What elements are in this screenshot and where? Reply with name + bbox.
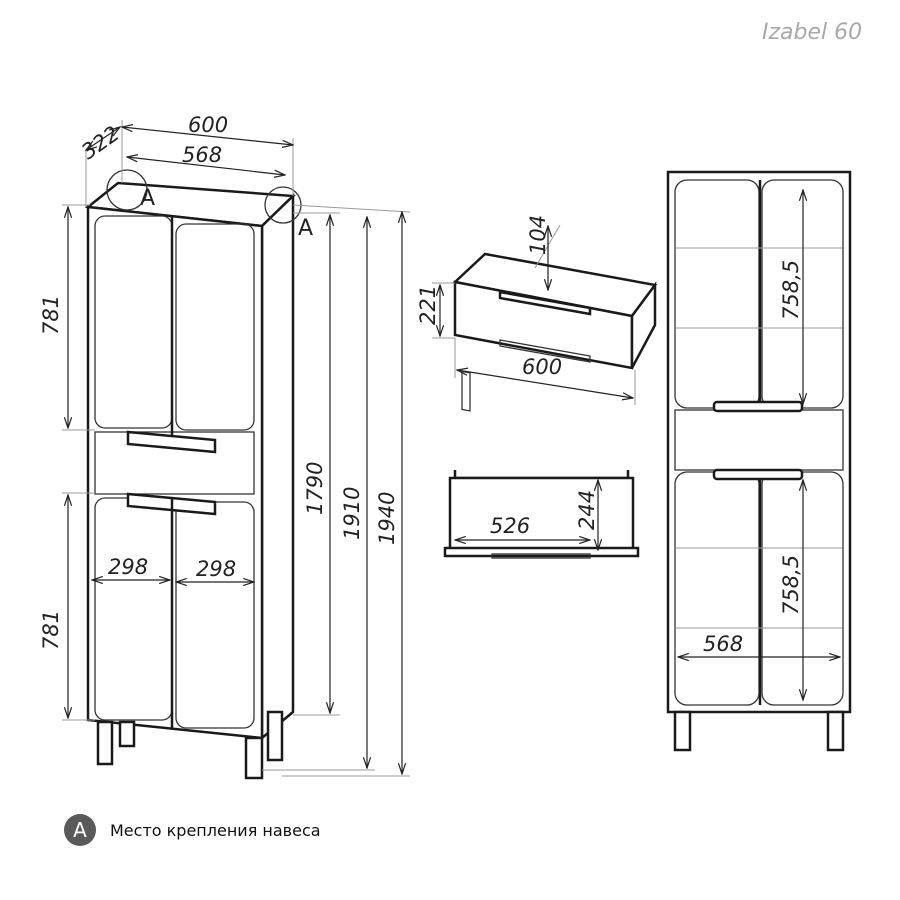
drawing-line [292,204,411,213]
marker-a: A [140,186,155,211]
dim-door-right: 298 [196,557,236,581]
drawer-handle [712,400,804,413]
dim-inner-width: 568 [182,143,222,167]
drawer-front [94,431,255,495]
leg [266,710,284,762]
cabinet-front-view: 758,5 758,5 568 [666,170,852,752]
dim-drawer-depth: 244 [575,490,599,530]
dim-front-lower: 758,5 [779,555,803,615]
drawing-line [491,553,591,559]
dim-height-body: 1790 [303,462,327,515]
drawer-handle [126,430,217,454]
upper-right-door [175,223,255,431]
dim-drawer-front: 104 [526,215,550,255]
drawer-perspective: 104 221 600 [416,215,658,412]
dim-height-total: 1940 [375,492,399,545]
drawer-top-view: 526 244 [443,470,640,559]
marker-a: A [298,216,313,241]
legend-text: Место крепления навеса [110,820,321,840]
dimension-lines: 600 568 322 781 781 298 298 1790 1910 19… [39,113,411,777]
dim-upper-door: 781 [39,295,63,335]
dim-front-upper: 758,5 [779,260,803,320]
dim-drawer-inner-width: 526 [490,514,530,538]
dim-width: 600 [188,113,228,137]
leg [673,710,692,752]
leg [118,720,136,748]
leg [244,736,264,780]
dim-depth: 322 [77,121,124,164]
dim-door-left: 298 [108,555,148,579]
dim-drawer-height: 221 [416,285,440,325]
dim-lower-door: 781 [39,610,63,650]
drawing-line [122,127,293,145]
drawing-line [86,127,120,150]
drawing-line [127,157,285,175]
drawing-line [630,281,657,369]
legend: A Место крепления навеса [64,814,321,846]
model-title: Izabel 60 [762,20,863,45]
drawing-line [461,370,471,412]
drawing-line [457,370,633,398]
leg [826,710,845,752]
dim-drawer-width: 600 [522,355,562,379]
drawer-handle [498,290,592,316]
drawing-line [499,339,591,363]
marker-a-badge: A [64,814,96,846]
cabinet-side [260,193,295,741]
leg [96,720,114,766]
dim-front-inner-width: 568 [703,632,743,656]
drawing-line [443,546,640,558]
door-handle [712,468,804,481]
cabinet-perspective: A A [84,169,313,780]
drawer-body [448,476,635,552]
dim-height-legs: 1910 [340,487,364,540]
cabinet-front [86,205,264,740]
